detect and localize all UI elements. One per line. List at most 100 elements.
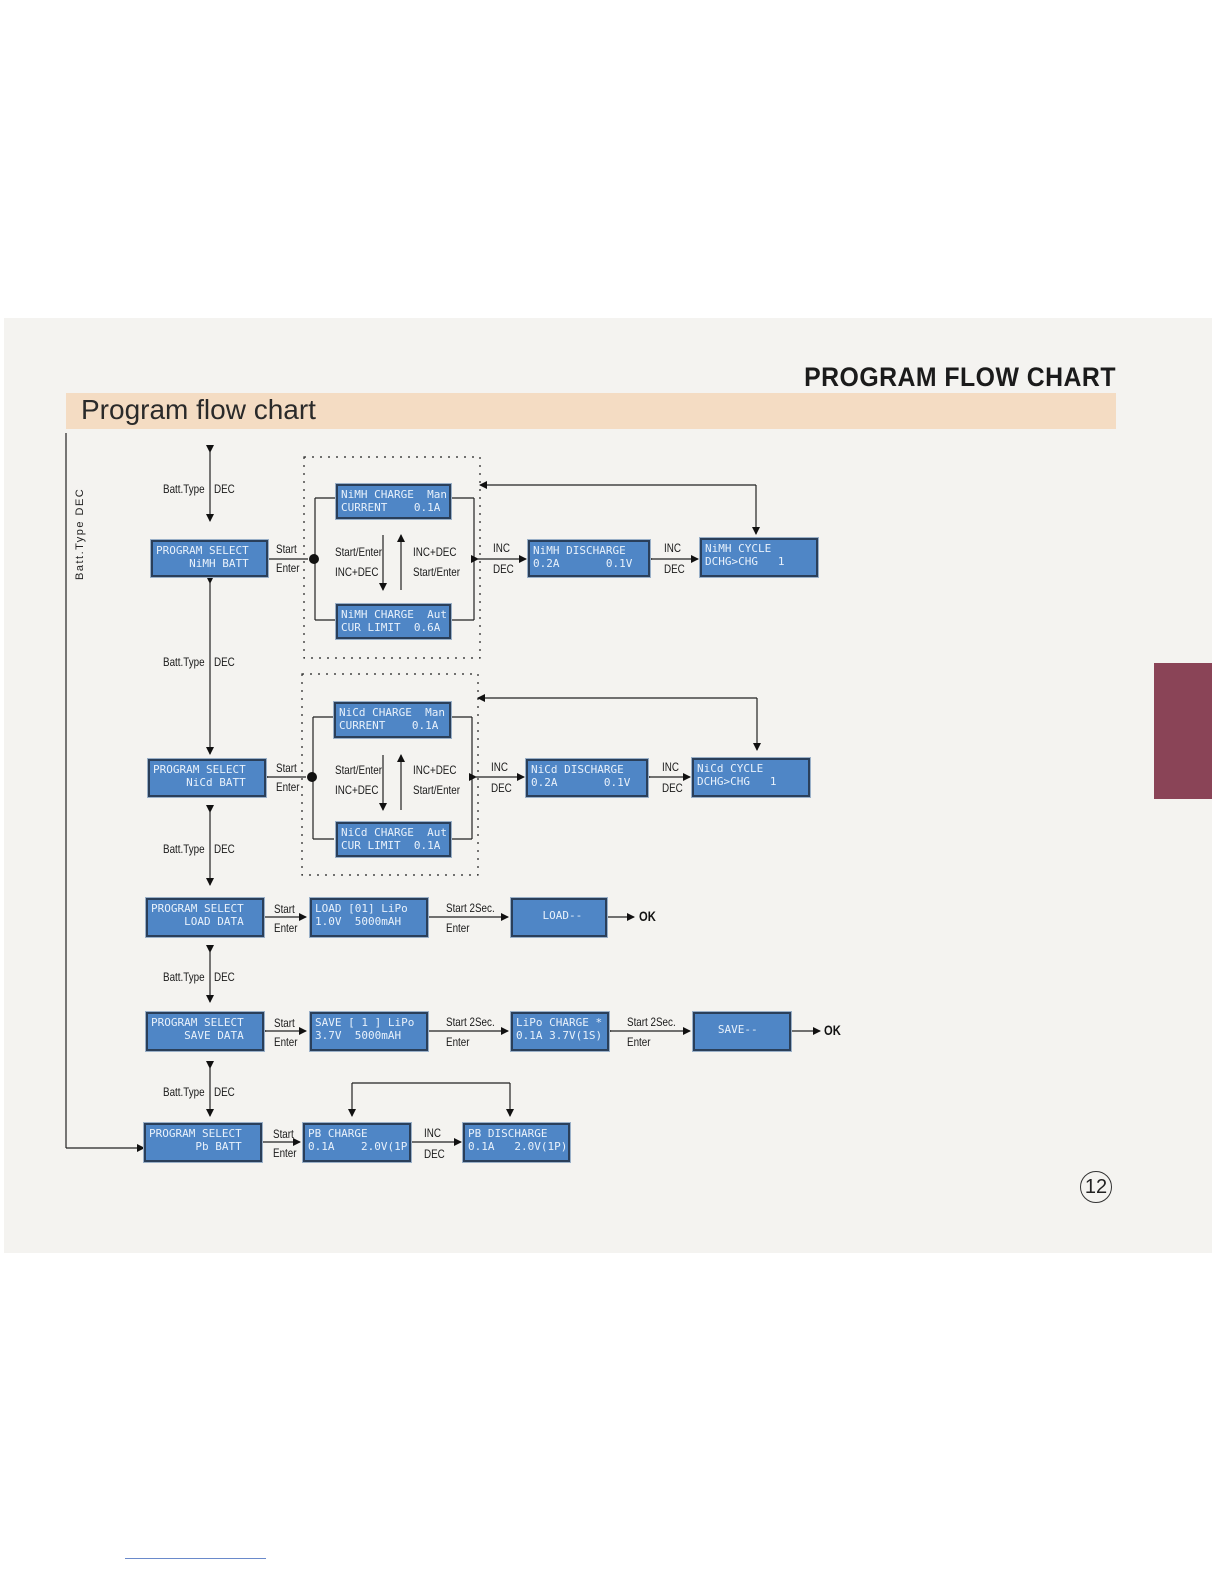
label-start-2sec: Start 2Sec. [446, 901, 495, 915]
lcd-line-2: CUR LIMIT 0.1A [341, 839, 441, 852]
side-tab-marker [1154, 663, 1212, 799]
label-enter: Enter [276, 780, 300, 794]
lcd-program-select-pb: PROGRAM SELECT Pb BATT [144, 1123, 262, 1162]
lcd-line-2: 0.1A 2.0V(1P) [308, 1140, 411, 1153]
lcd-line-1: NiCd CYCLE [697, 762, 764, 775]
label-start-enter: Start/Enter [413, 783, 461, 797]
section-bar [66, 393, 1116, 429]
label-enter: Enter [273, 1146, 297, 1160]
label-start: Start [274, 902, 295, 916]
label-start-enter: Start/Enter [413, 565, 461, 579]
lcd-program-select-nimh: PROGRAM SELECT NiMH BATT [151, 540, 268, 577]
label-inc: INC [491, 760, 508, 774]
label-start: Start [276, 542, 297, 556]
label-inc: INC [664, 541, 681, 555]
label-dec: DEC [214, 482, 235, 496]
lcd-line-1: NiCd CHARGE Aut [341, 826, 447, 839]
label-start-2sec: Start 2Sec. [446, 1015, 495, 1029]
label-enter: Enter [446, 921, 470, 935]
label-batt-type: Batt.Type [163, 842, 205, 856]
section-title: Program flow chart [81, 394, 316, 425]
lcd-line-1: NiMH CHARGE Man [341, 488, 447, 501]
label-start-2sec: Start 2Sec. [627, 1015, 676, 1029]
label-start: Start [276, 761, 297, 775]
lcd-line-1: SAVE-- [698, 1023, 758, 1036]
label-batt-type: Batt.Type [163, 970, 205, 984]
junction-dot-nimh [309, 554, 319, 564]
lcd-save-progress: SAVE-- [693, 1012, 791, 1051]
label-start: Start [273, 1127, 294, 1141]
lcd-line-1: LiPo CHARGE * [516, 1016, 603, 1029]
lcd-line-2: CURRENT 0.1A [341, 501, 441, 514]
label-start: Start [274, 1016, 295, 1030]
label-start-enter: Start/Enter [335, 545, 383, 559]
lcd-line-1: PROGRAM SELECT [151, 1016, 244, 1029]
label-batt-type: Batt.Type [163, 655, 205, 669]
lcd-load-progress: LOAD-- [511, 898, 607, 937]
lcd-line-1: LOAD [01] LiPo [315, 902, 408, 915]
label-enter: Enter [274, 1035, 298, 1049]
lcd-line-1: PROGRAM SELECT [151, 902, 244, 915]
label-dec: DEC [214, 842, 235, 856]
label-dec: DEC [214, 970, 235, 984]
lcd-lipo-charge: LiPo CHARGE *0.1A 3.7V(1S) [511, 1012, 609, 1051]
label-enter: Enter [446, 1035, 470, 1049]
label-dec: DEC [424, 1147, 445, 1161]
lcd-line-1: NiMH CYCLE [705, 542, 772, 555]
lcd-program-select-save: PROGRAM SELECT SAVE DATA [146, 1012, 264, 1051]
label-inc-dec: INC+DEC [413, 545, 457, 559]
page-header: PROGRAM FLOW CHART [804, 362, 1116, 392]
label-dec: DEC [214, 1085, 235, 1099]
lcd-line-1: PB CHARGE [308, 1127, 368, 1140]
label-inc-dec: INC+DEC [413, 763, 457, 777]
label-inc: INC [662, 760, 679, 774]
label-batt-type: Batt.Type [163, 1085, 205, 1099]
footer-link-line [125, 1558, 266, 1559]
lcd-line-2: 0.1A 2.0V(1P) [468, 1140, 568, 1153]
page-number: 12 [1080, 1171, 1112, 1203]
label-dec: DEC [491, 781, 512, 795]
lcd-line-2: NiMH BATT [156, 557, 249, 570]
lcd-line-2: Pb BATT [149, 1140, 242, 1153]
lcd-line-1: SAVE [ 1 ] LiPo [315, 1016, 415, 1029]
label-enter: Enter [627, 1035, 651, 1049]
lcd-line-2: 0.1A 3.7V(1S) [516, 1029, 603, 1042]
label-inc: INC [424, 1126, 441, 1140]
label-batt-type: Batt.Type [163, 482, 205, 496]
label-ok: OK [639, 908, 656, 924]
label-dec: DEC [214, 655, 235, 669]
lcd-line-2: NiCd BATT [153, 776, 246, 789]
label-start-enter: Start/Enter [335, 763, 383, 777]
lcd-line-2: 0.2A 0.1V [533, 557, 633, 570]
label-dec: DEC [664, 562, 685, 576]
lcd-line-1: NiMH DISCHARGE [533, 544, 626, 557]
lcd-line-2: SAVE DATA [151, 1029, 244, 1042]
lcd-line-1: PROGRAM SELECT [156, 544, 249, 557]
label-enter: Enter [274, 921, 298, 935]
label-enter: Enter [276, 561, 300, 575]
label-dec: DEC [662, 781, 683, 795]
lcd-line-1: PROGRAM SELECT [153, 763, 246, 776]
lcd-line-2: LOAD DATA [151, 915, 244, 928]
lcd-line-2: 1.0V 5000mAH [315, 915, 402, 928]
junction-dot-nicd [307, 772, 317, 782]
lcd-line-2: DCHG>CHG 1 [705, 555, 785, 568]
lcd-line-1: PROGRAM SELECT [149, 1127, 242, 1140]
label-ok: OK [824, 1022, 841, 1038]
lcd-line-2: CUR LIMIT 0.6A [341, 621, 441, 634]
lcd-program-select-nicd: PROGRAM SELECT NiCd BATT [148, 759, 266, 797]
lcd-line-2: 3.7V 5000mAH [315, 1029, 402, 1042]
lcd-line-1: LOAD-- [516, 909, 583, 922]
label-inc-dec: INC+DEC [335, 565, 379, 579]
